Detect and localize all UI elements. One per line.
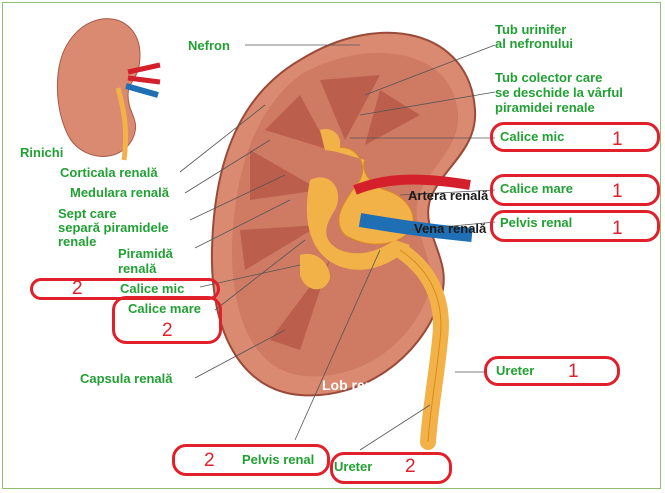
label-medulara: Medulara renală [70,185,169,200]
label-nefron: Nefron [188,38,230,53]
box-label-pelvis-right: Pelvis renal [500,215,573,230]
box-number-calice-mare-right: 1 [612,181,623,202]
box-label-calice-mic-right: Calice mic [500,129,565,144]
image-frame [2,2,661,489]
answer-box-ureter-bottom [330,452,452,484]
label-tub-colector-3: piramidei renale [495,100,595,115]
label-rinichi: Rinichi [20,145,64,160]
box-number-calice-mare-left: 2 [162,320,173,341]
answer-box-pelvis-bottom [172,444,330,476]
box-number-pelvis-right: 1 [612,218,623,239]
box-number-ureter-bottom: 2 [405,456,416,477]
box-label-ureter-right: Ureter [496,363,535,378]
label-piramida-1: Piramidă [118,246,173,261]
answer-box-pelvis-right [490,210,660,242]
label-vena: Vena renală [414,221,487,236]
answer-box-ureter-right [484,356,620,386]
box-number-calice-mic-right: 1 [612,129,623,150]
label-sept-2: separă piramidele [58,220,169,235]
label-tub-urinifer: Tub urinifer [495,22,567,37]
box-number-ureter-right: 1 [568,361,579,382]
answer-box-calice-mare-left [112,296,222,344]
label-al-nefronului: al nefronului [495,36,573,51]
box-label-calice-mare-left: Calice mare [128,301,201,316]
label-lob: Lob renal [322,377,386,393]
label-artera: Artera renală [408,188,489,203]
box-number-pelvis-bottom: 2 [204,450,215,471]
box-label-calice-mic-left: Calice mic [120,281,185,296]
main-kidney [210,31,477,450]
box-label-ureter-bottom: Ureter [334,459,373,474]
answer-box-calice-mare-right [490,174,660,206]
answer-box-calice-mic-right [490,122,660,152]
small-kidney-icon [56,18,161,161]
label-tub-colector-1: Tub colector care [495,70,603,85]
leader-lines [179,44,496,451]
label-piramida-2: renală [118,261,157,276]
box-label-pelvis-bottom: Pelvis renal [242,452,315,467]
label-sept-3: renale [58,234,97,249]
label-sept-1: Sept care [58,206,117,221]
label-tub-colector-2: se deschide la vârful [495,85,623,100]
box-number-calice-mic-left: 2 [72,278,83,299]
box-label-calice-mare-right: Calice mare [500,181,573,196]
label-capsula: Capsula renală [80,371,173,386]
label-corticala: Corticala renală [60,165,158,180]
